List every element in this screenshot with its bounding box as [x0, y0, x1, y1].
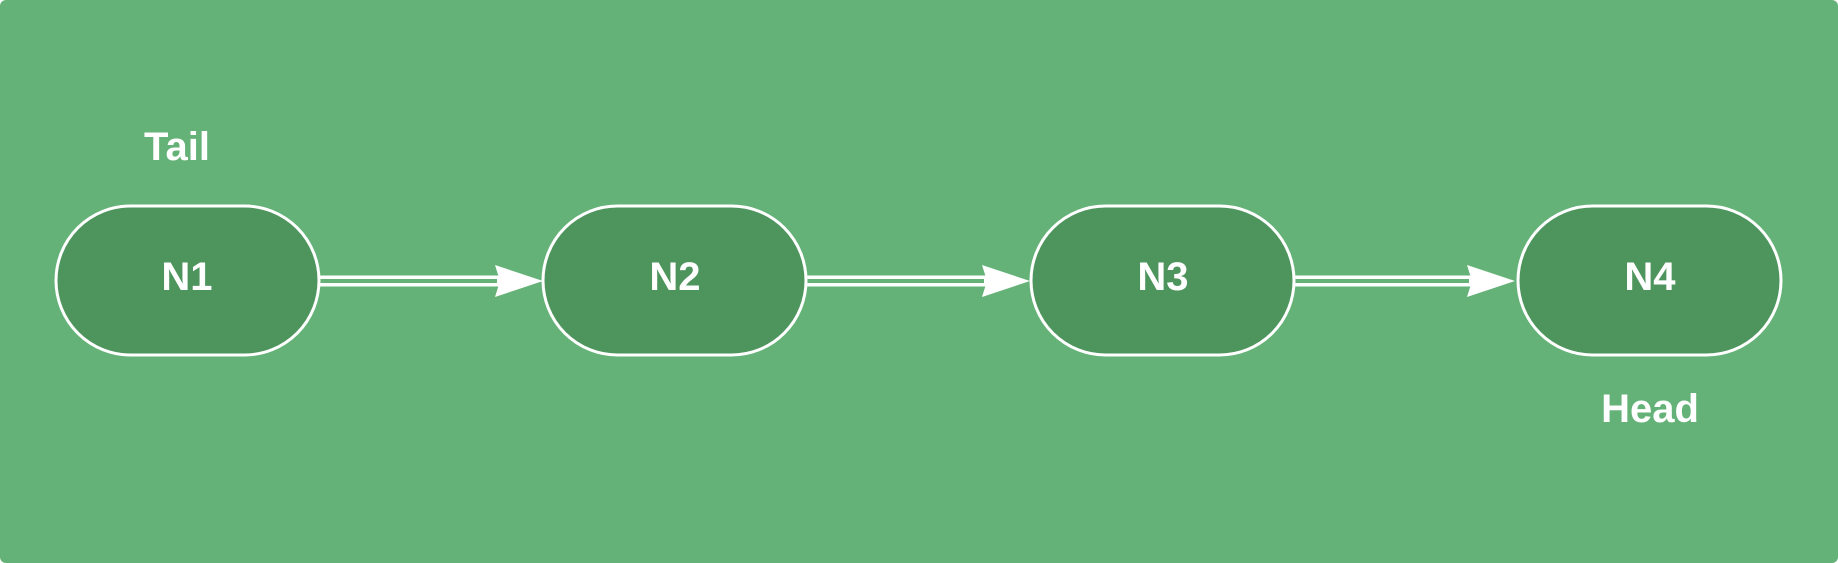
node-shape — [541, 204, 808, 357]
node-n2[interactable]: N2 — [541, 204, 808, 357]
node-label: N4 — [1624, 255, 1676, 299]
node-label: N2 — [649, 255, 700, 299]
node-label: N3 — [1137, 255, 1188, 299]
node-n3[interactable]: N3 — [1029, 204, 1296, 357]
arrowhead-icon — [1467, 265, 1515, 297]
edge-n2-n3 — [807, 265, 1030, 297]
arrowhead-icon — [982, 265, 1030, 297]
node-label: N1 — [161, 255, 212, 299]
edge-n3-n4 — [1294, 265, 1515, 297]
node-n1[interactable]: N1 — [54, 204, 321, 357]
head-label: Head — [1601, 387, 1699, 431]
node-n4[interactable]: N4 — [1516, 204, 1783, 357]
edge-n1-n2 — [320, 265, 543, 297]
node-shape — [54, 204, 321, 357]
node-shape — [1516, 204, 1783, 357]
tail-label: Tail — [144, 125, 210, 169]
node-shape — [1029, 204, 1296, 357]
arrowhead-icon — [495, 265, 543, 297]
